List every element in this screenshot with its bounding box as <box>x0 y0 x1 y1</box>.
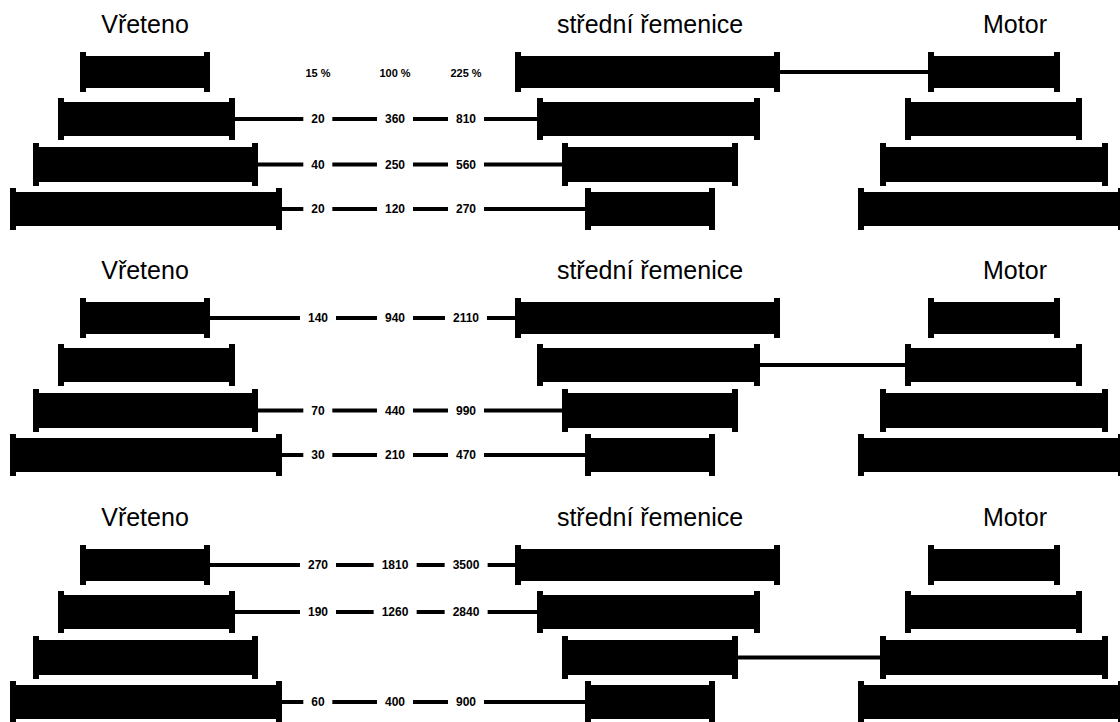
speed-number: 20 <box>303 112 332 126</box>
pulley-step <box>10 188 282 230</box>
drive-belt <box>780 70 928 74</box>
pulley-step <box>33 389 258 432</box>
pulley-step <box>928 545 1060 585</box>
pulley-step <box>80 52 210 92</box>
pulley-heading: střední řemenice <box>557 12 743 37</box>
pulley-step <box>58 591 235 633</box>
pulley-step <box>33 636 258 679</box>
pulley-heading: Motor <box>983 12 1047 37</box>
pulley-heading: střední řemenice <box>557 258 743 283</box>
pulley-step <box>905 98 1082 140</box>
speed-number: 810 <box>448 112 484 126</box>
pulley-step <box>10 434 282 476</box>
pulley-heading: Motor <box>983 505 1047 530</box>
pulley-heading: Motor <box>983 258 1047 283</box>
speed-number: 2840 <box>445 605 488 619</box>
pulley-step <box>928 298 1060 338</box>
speed-number: 30 <box>303 448 332 462</box>
pulley-step <box>537 98 760 140</box>
drive-belt <box>760 363 905 367</box>
pulley-heading: Vřeteno <box>101 505 189 530</box>
speed-number: 190 <box>300 605 336 619</box>
pulley-step <box>10 681 282 722</box>
speed-number: 400 <box>377 695 413 709</box>
pulley-step <box>562 636 738 679</box>
speed-number: 270 <box>448 202 484 216</box>
speed-number: 360 <box>377 112 413 126</box>
pulley-step <box>880 636 1108 679</box>
pulley-step <box>80 545 210 585</box>
speed-number: 990 <box>448 404 484 418</box>
speed-number: 40 <box>303 158 332 172</box>
pulley-step <box>905 591 1082 633</box>
speed-number: 1260 <box>374 605 417 619</box>
pulley-step <box>585 188 715 230</box>
pulley-step <box>585 681 715 722</box>
speed-number: 2110 <box>445 311 487 325</box>
pulley-heading: Vřeteno <box>101 258 189 283</box>
percent-header: 100 % <box>375 67 414 80</box>
speed-number: 60 <box>303 695 332 709</box>
pulley-step <box>858 188 1120 230</box>
speed-number: 1810 <box>374 558 417 572</box>
pulley-step <box>537 344 760 386</box>
speed-number: 70 <box>303 404 332 418</box>
speed-number: 120 <box>377 202 413 216</box>
speed-number: 440 <box>377 404 413 418</box>
pulley-step <box>33 143 258 186</box>
pulley-step <box>515 298 780 338</box>
speed-number: 140 <box>300 311 336 325</box>
pulley-step <box>858 434 1120 476</box>
pulley-step <box>58 344 235 386</box>
pulley-step <box>858 681 1120 722</box>
pulley-step <box>880 143 1108 186</box>
speed-number: 210 <box>377 448 413 462</box>
speed-number: 560 <box>448 158 484 172</box>
speed-number: 20 <box>303 202 332 216</box>
percent-header: 15 % <box>301 67 334 80</box>
pulley-step <box>562 143 738 186</box>
speed-number: 270 <box>300 558 336 572</box>
pulley-step <box>585 434 715 476</box>
speed-number: 250 <box>377 158 413 172</box>
pulley-step <box>928 52 1060 92</box>
pulley-heading: Vřeteno <box>101 12 189 37</box>
pulley-step <box>537 591 760 633</box>
pulley-step <box>58 98 235 140</box>
pulley-heading: střední řemenice <box>557 505 743 530</box>
pulley-step <box>80 298 210 338</box>
speed-number: 900 <box>448 695 484 709</box>
speed-number: 470 <box>448 448 484 462</box>
pulley-step <box>880 389 1108 432</box>
speed-number: 940 <box>377 311 413 325</box>
percent-header: 225 % <box>446 67 485 80</box>
pulley-step <box>905 344 1082 386</box>
pulley-step <box>515 52 780 92</box>
pulley-step <box>562 389 738 432</box>
speed-number: 3500 <box>445 558 488 572</box>
pulley-step <box>515 545 780 585</box>
drive-belt <box>738 656 880 660</box>
